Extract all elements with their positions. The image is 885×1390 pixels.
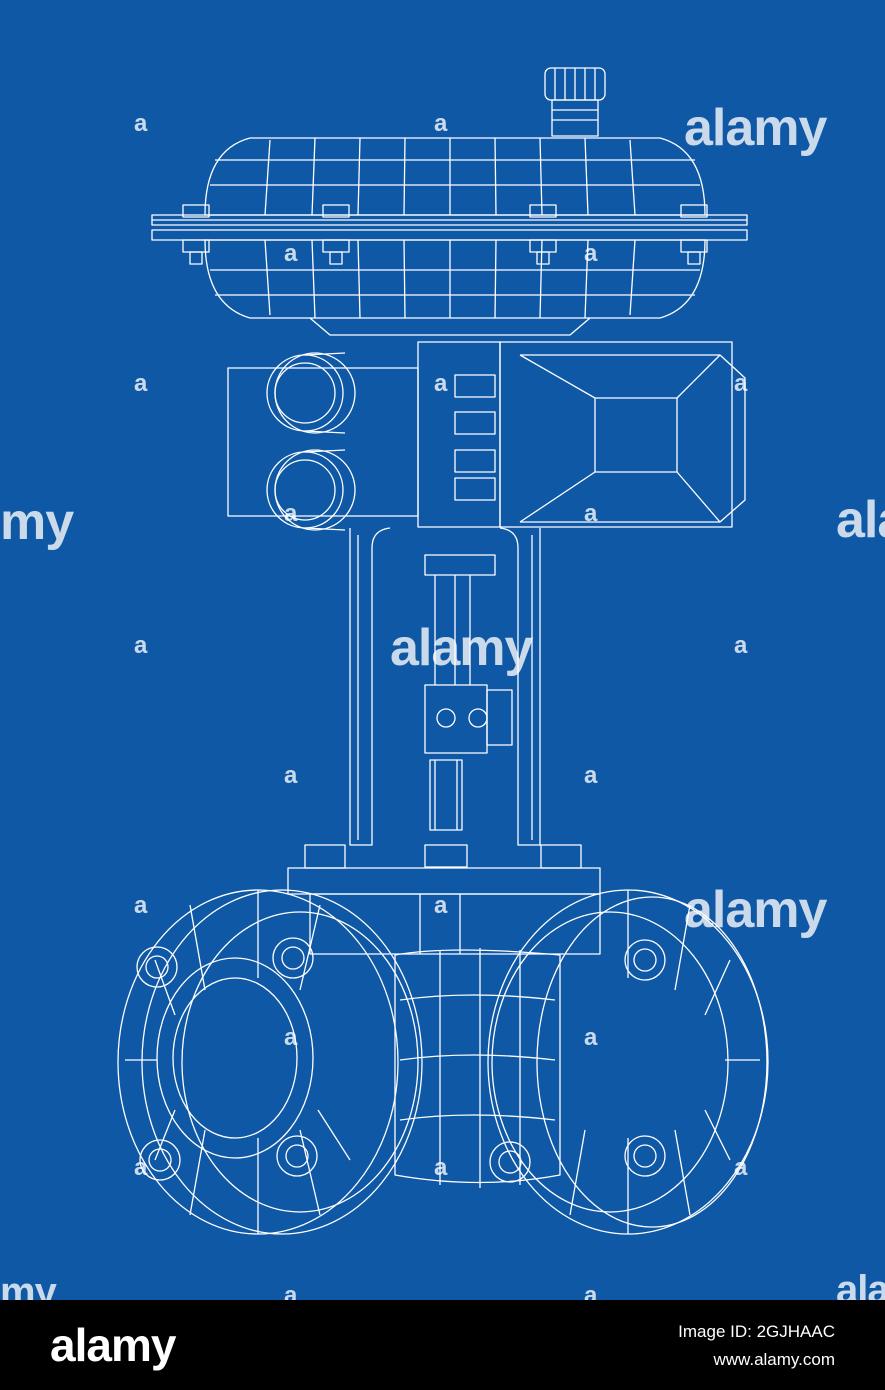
watermark-mark: a	[134, 370, 148, 397]
watermark-partial-left: my	[0, 493, 74, 551]
watermark-mark: a	[434, 1154, 448, 1181]
watermark-mark: a	[284, 240, 298, 267]
bonnet-plate	[287, 844, 601, 955]
control-valve-wireframe-drawing	[117, 67, 769, 1235]
yoke-and-stem	[349, 527, 541, 868]
positioner-unit	[227, 341, 746, 528]
stock-footer-bar: alamy Image ID: 2GJHAAC www.alamy.com	[0, 1300, 885, 1390]
left-pipe-flange	[117, 889, 423, 1235]
watermark-mark: a	[284, 1282, 298, 1300]
watermark-mark: a	[734, 632, 748, 659]
watermark-partial-left-bottom: my	[0, 1270, 57, 1300]
watermark-mark: a	[134, 1154, 148, 1181]
watermark-partial-right-bottom: ala	[836, 1268, 885, 1300]
pressure-gauge-upper	[266, 352, 356, 434]
watermark-mark: a	[584, 762, 598, 789]
watermark-mark: a	[134, 632, 148, 659]
watermark-mark: a	[284, 762, 298, 789]
watermark-top-right: alamy	[684, 99, 827, 157]
watermark-mark: a	[434, 892, 448, 919]
watermark-mark: a	[584, 500, 598, 527]
watermark-lower-right: alamy	[684, 881, 827, 939]
watermark-mark: a	[434, 370, 448, 397]
actuator-top-knob	[544, 67, 606, 137]
diaphragm-actuator-housing	[151, 137, 748, 336]
actuator-flange-bolts	[182, 204, 708, 265]
watermark-mark: a	[134, 110, 148, 137]
site-url: www.alamy.com	[713, 1350, 835, 1369]
watermark-mark: a	[434, 110, 448, 137]
watermark-mark: a	[584, 240, 598, 267]
stock-image: alamy alamy alamy my ala my ala a a a a …	[0, 67, 885, 1300]
pressure-gauge-lower	[266, 449, 356, 531]
alamy-logo: alamy	[50, 1319, 176, 1371]
valve-body	[394, 948, 561, 1188]
watermark-mark: a	[134, 892, 148, 919]
watermark-mark: a	[734, 1154, 748, 1181]
watermark-mark: a	[284, 1024, 298, 1051]
watermark-mark: a	[734, 370, 748, 397]
image-id-label: Image ID: 2GJHAAC	[678, 1322, 835, 1341]
watermark-mark: a	[584, 1024, 598, 1051]
watermark-partial-right: ala	[836, 491, 885, 549]
watermark-mark: a	[584, 1282, 598, 1300]
watermark-mark: a	[284, 500, 298, 527]
watermark-center: alamy	[390, 619, 533, 677]
right-pipe-flange	[487, 889, 769, 1235]
